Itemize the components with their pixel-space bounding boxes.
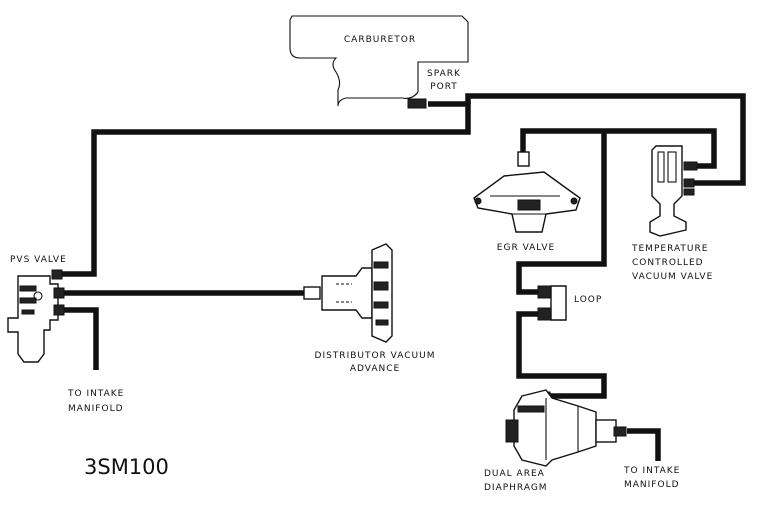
to-intake-right-label-1: TO INTAKE: [623, 466, 680, 476]
distributor-label-2: ADVANCE: [350, 364, 400, 374]
temperature-controlled-vacuum-valve: TEMPERATURE CONTROLLED VACUUM VALVE: [631, 145, 713, 282]
egr-valve: EGR VALVE: [473, 151, 581, 253]
dual-area-diaphragm: DUAL AREA DIAPHRAGM: [484, 389, 627, 493]
egr-valve-label: EGR VALVE: [497, 243, 555, 253]
hose-diaphragm-to-intake: [627, 428, 661, 461]
port-label: PORT: [430, 82, 458, 92]
tcvv-fitting-lower: [683, 178, 695, 188]
carburetor-outline: [289, 15, 469, 107]
pvs-fitting-bottom: [53, 304, 65, 316]
spark-label: SPARK: [427, 69, 461, 79]
distributor-vacuum-advance: DISTRIBUTOR VACUUM ADVANCE: [303, 243, 436, 374]
dual-diaphragm-body: [513, 389, 597, 467]
to-intake-left-label-1: TO INTAKE: [67, 389, 124, 399]
hose-tcvv-to-diaphragm: [516, 131, 607, 295]
hose-spark-port-to-tcvv: [465, 93, 746, 186]
hose-egr-to-tcvv: [520, 128, 717, 169]
dual-label-1: DUAL AREA: [484, 469, 545, 479]
pvs-fitting-top: [51, 269, 63, 280]
dual-diaphragm-fitting: [613, 426, 627, 437]
spark-port-nipple: [407, 98, 427, 109]
vacuum-hoses: [58, 93, 746, 461]
distributor-label-1: DISTRIBUTOR VACUUM: [315, 351, 436, 361]
figure-code: 3SM100: [84, 455, 169, 479]
tcvv-body: [649, 145, 687, 237]
hose-loop-return: [516, 311, 607, 399]
hose-spark-port-to-pvs: [58, 101, 471, 277]
pvs-valve: PVS VALVE: [7, 255, 67, 363]
tcvv-fitting-upper: [683, 161, 698, 171]
hose-pvs-to-intake: [62, 307, 99, 370]
loop-fitting: LOOP: [537, 285, 602, 321]
dual-label-2: DIAPHRAGM: [484, 483, 548, 493]
loop-label: LOOP: [574, 295, 602, 305]
tcvv-label-1: TEMPERATURE: [631, 244, 708, 254]
tcvv-label-3: VACUUM VALVE: [632, 272, 713, 282]
pvs-fitting-mid: [53, 287, 65, 299]
to-intake-right-label-2: MANIFOLD: [624, 480, 680, 490]
pvs-valve-label: PVS VALVE: [10, 255, 67, 265]
egr-vacuum-nipple: [517, 151, 530, 167]
to-intake-left-label-2: MANIFOLD: [68, 404, 124, 414]
carburetor-label: CARBURETOR: [344, 35, 416, 45]
tcvv-label-2: CONTROLLED: [632, 258, 704, 268]
distributor-diaphragm-body: [321, 267, 373, 319]
carburetor: CARBURETOR SPARK PORT: [289, 15, 469, 109]
